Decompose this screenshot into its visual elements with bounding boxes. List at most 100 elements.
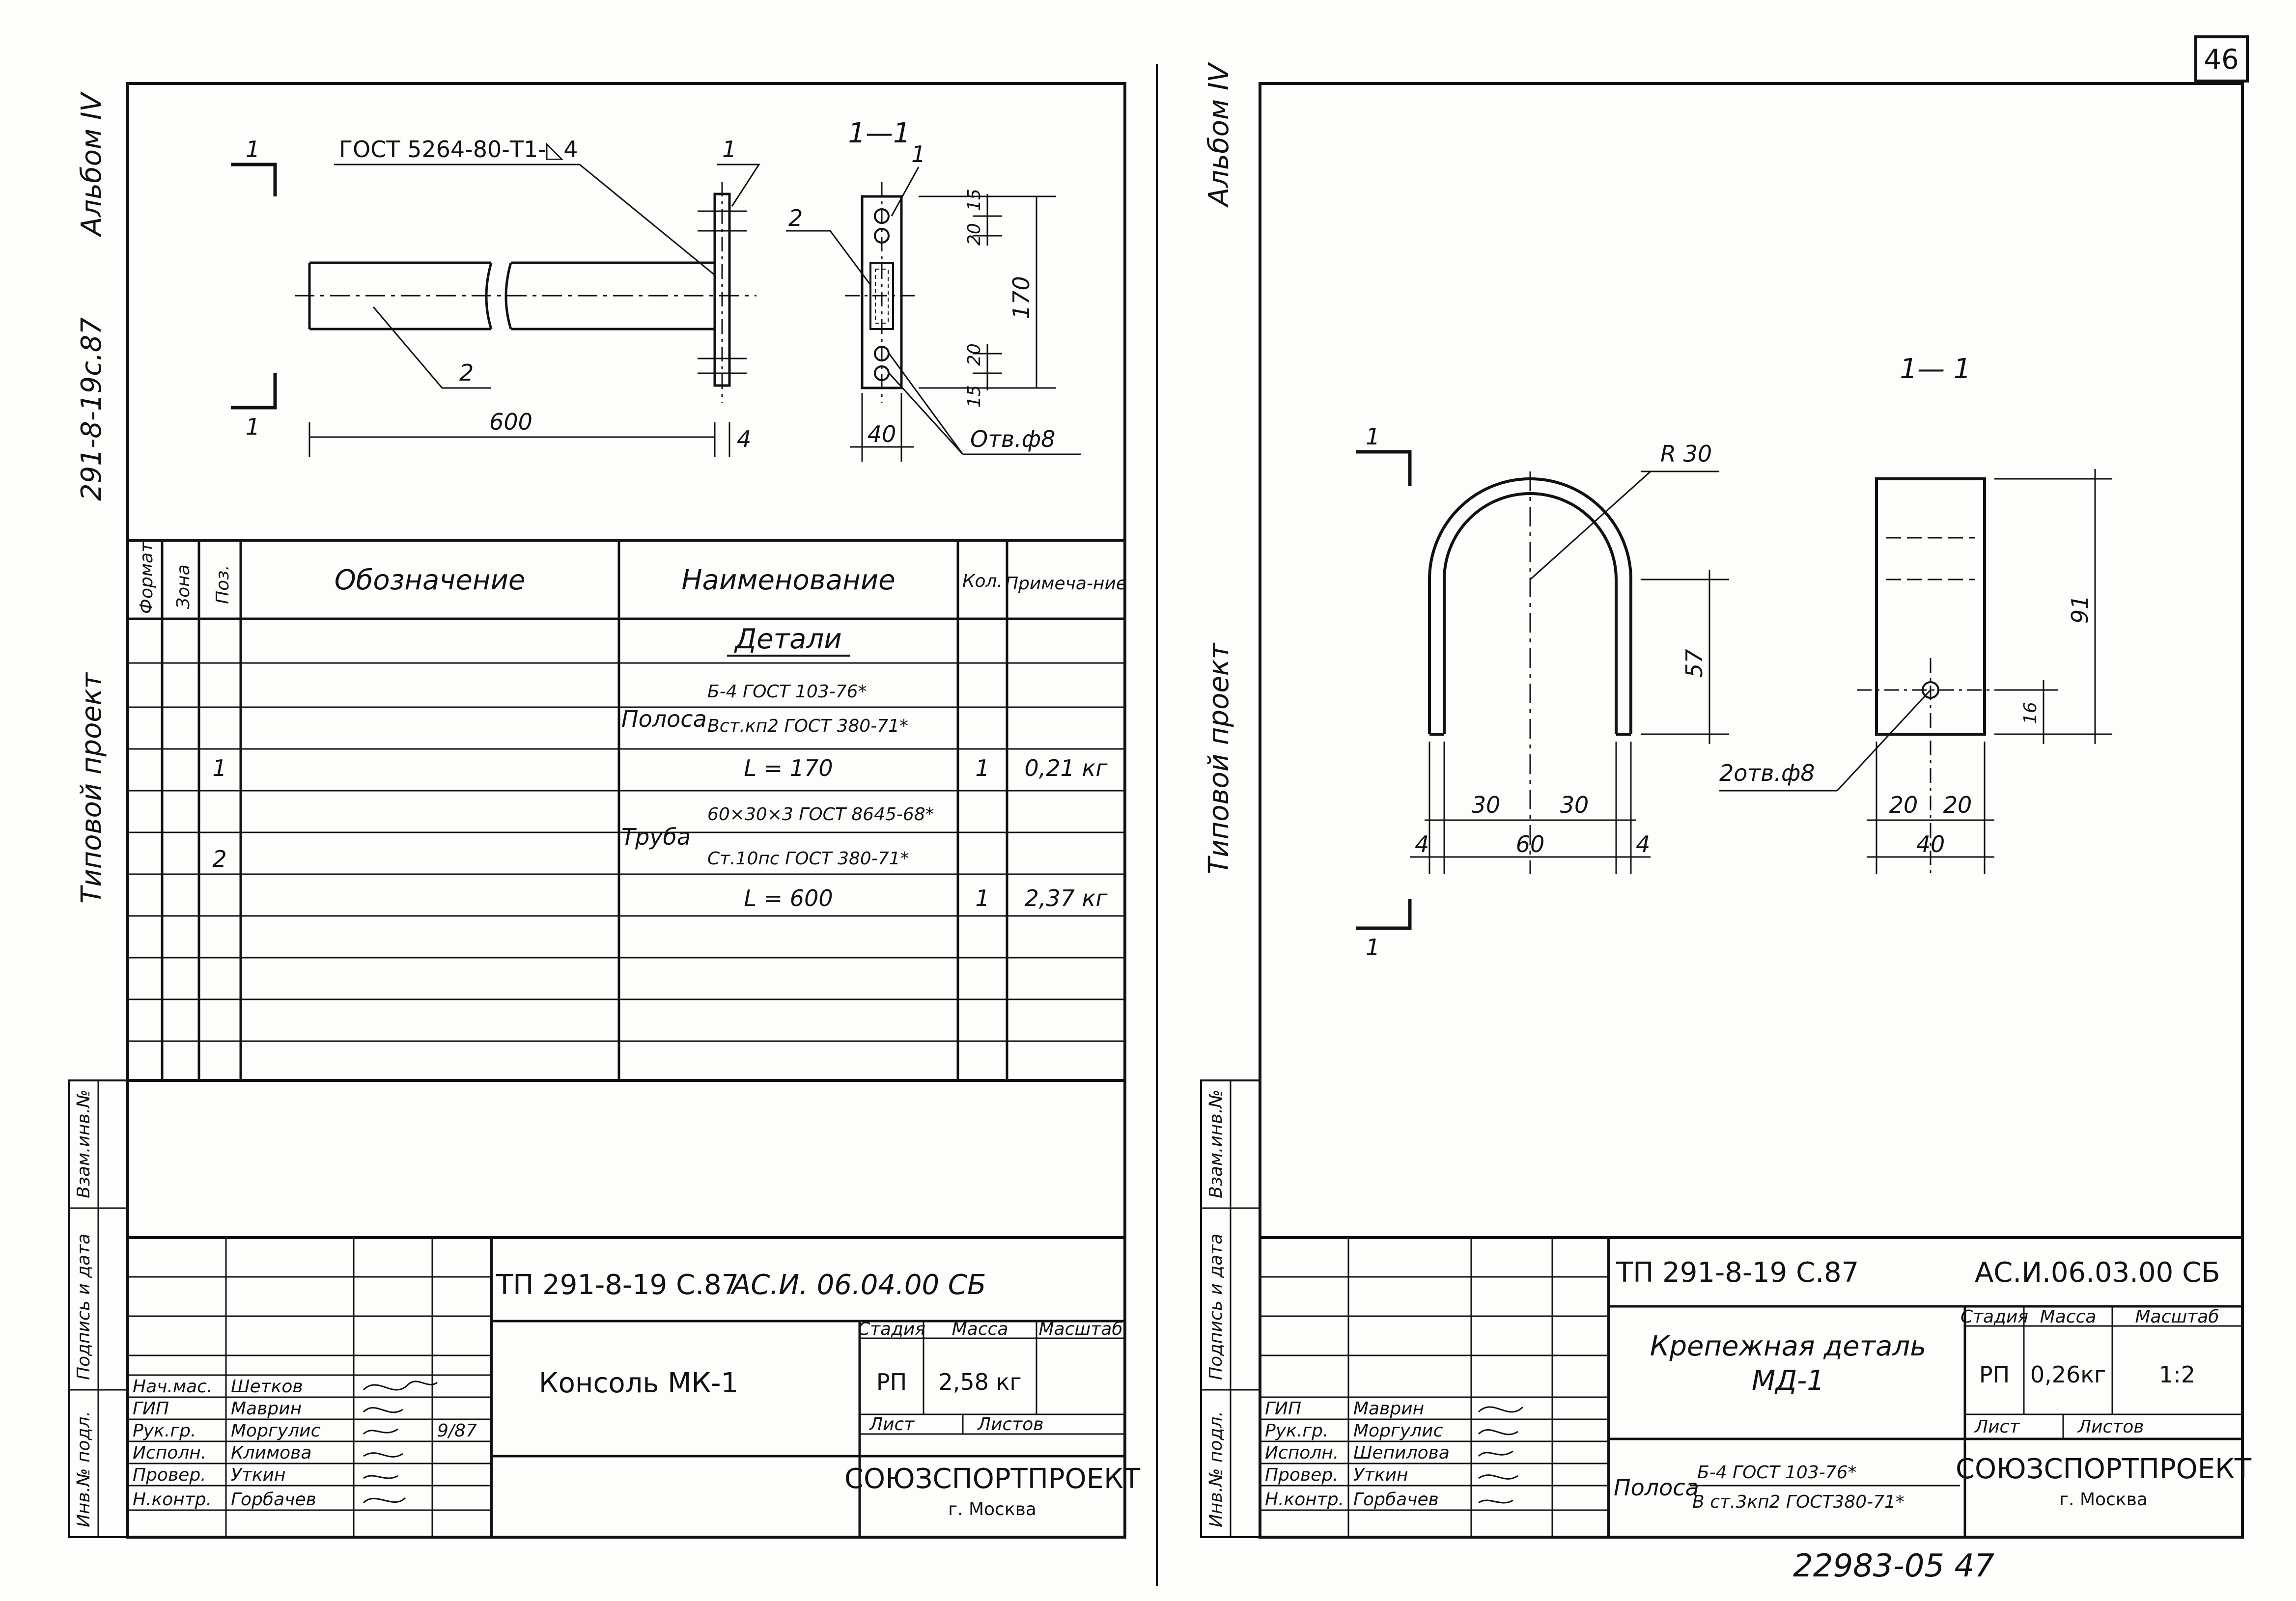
svg-text:4: 4 [1636,831,1650,857]
svg-text:Рук.гр.: Рук.гр. [133,1421,196,1441]
spec-section-title: Детали [733,623,841,655]
svg-text:60: 60 [1516,831,1545,857]
svg-text:Труба: Труба [621,824,691,850]
svg-text:Листов: Листов [977,1414,1043,1435]
svg-text:1: 1 [911,141,925,167]
svg-text:Лист: Лист [868,1414,915,1435]
svg-text:Шетков: Шетков [231,1377,303,1397]
svg-text:Уткин: Уткин [231,1465,286,1485]
svg-text:0,26кг: 0,26кг [2030,1361,2106,1388]
right-sheet-frame [1259,82,2244,1539]
right-signature-scribbles [1478,1406,1524,1504]
left-hole-note: Отв.ф8 [970,426,1055,452]
svg-text:2,58 кг: 2,58 кг [939,1369,1022,1395]
svg-text:г. Москва: г. Москва [2059,1490,2148,1510]
right-part-name-2: МД-1 [1752,1365,1824,1397]
svg-text:Провер.: Провер. [1265,1465,1339,1485]
svg-text:60×30×3 ГОСТ 8645-68*: 60×30×3 ГОСТ 8645-68* [707,804,934,825]
svg-text:4: 4 [1415,831,1429,857]
svg-text:1: 1 [212,755,226,781]
page-number-box [2194,35,2249,83]
svg-text:Уткин: Уткин [1353,1465,1408,1485]
left-side-project: Типовой проект [76,672,108,904]
svg-text:ГИП: ГИП [133,1399,169,1419]
svg-text:ГИП: ГИП [1265,1399,1301,1419]
svg-text:Н.контр.: Н.контр. [1265,1490,1344,1510]
svg-text:Горбачев: Горбачев [1353,1490,1439,1510]
svg-text:Формат: Формат [137,542,157,614]
svg-text:Кол.: Кол. [962,571,1003,591]
svg-text:20: 20 [1943,792,1972,818]
svg-text:57: 57 [1681,649,1708,678]
svg-text:Масса: Масса [2040,1307,2097,1327]
svg-text:Исполн.: Исполн. [133,1443,206,1463]
svg-text:1: 1 [1366,423,1380,450]
svg-text:Обозначение: Обозначение [335,564,526,596]
signature-scribbles [363,1380,438,1504]
right-part-name-1: Крепежная деталь [1650,1330,1927,1362]
svg-text:1: 1 [246,414,260,440]
svg-text:9/87: 9/87 [437,1421,477,1441]
left-sheet-frame [126,82,1126,1539]
svg-text:1: 1 [246,136,260,163]
svg-text:г. Москва: г. Москва [948,1499,1036,1519]
svg-text:1: 1 [975,755,989,781]
svg-text:600: 600 [489,409,532,435]
right-side-project: Типовой проект [1203,642,1235,874]
svg-text:40: 40 [868,421,896,447]
left-side-album: Альбом IV [76,91,108,237]
svg-text:2,37 кг: 2,37 кг [1025,885,1108,911]
svg-text:15: 15 [964,189,984,211]
page-number: 46 [2204,44,2239,76]
svg-text:Подпись и дата: Подпись и дата [74,1234,94,1380]
footer-number: 22983-05 47 [1793,1548,1994,1584]
svg-text:20: 20 [964,223,984,246]
svg-text:Провер.: Провер. [133,1465,206,1485]
svg-text:40: 40 [1916,831,1945,857]
right-side-stamp: Инв.№ подл. Подпись и дата Взам.инв.№ [1200,1079,1261,1538]
radius-label: R 30 [1660,441,1712,467]
svg-text:Шепилова: Шепилова [1353,1443,1450,1463]
svg-text:В ст.3кп2 ГОСТ380-71*: В ст.3кп2 ГОСТ380-71* [1692,1492,1904,1512]
svg-text:15: 15 [964,385,984,408]
svg-text:20: 20 [964,343,984,366]
right-section-title: 1— 1 [1900,353,1971,385]
svg-text:Исполн.: Исполн. [1265,1443,1339,1463]
bracket-drawing: 1— 1 1 1 R 30 57 [1356,353,2112,961]
svg-text:2: 2 [212,846,226,872]
svg-text:Стадия: Стадия [1960,1307,2028,1327]
svg-text:РП: РП [1979,1361,2010,1388]
svg-text:Маврин: Маврин [1353,1399,1424,1419]
left-side-code: 291-8-19с.87 [76,317,108,501]
console-drawing: 1 1 ГОСТ 5264-80-Т1-◺4 1 [231,117,1081,462]
svg-text:Стадия: Стадия [858,1319,925,1339]
svg-text:Масштаб: Масштаб [1038,1319,1122,1339]
svg-text:Наименование: Наименование [681,564,895,596]
svg-text:91: 91 [2067,595,2093,624]
svg-text:Полоса: Полоса [621,706,707,732]
svg-text:4: 4 [737,426,751,452]
svg-text:Моргулис: Моргулис [231,1421,321,1441]
left-section-title: 1—1 [848,117,910,149]
svg-text:Вст.кп2 ГОСТ 380-71*: Вст.кп2 ГОСТ 380-71* [707,716,908,736]
right-sheet: Альбом IV Типовой проект Инв.№ подл. Под… [1200,62,2252,1539]
left-doc-code: АС.И. 06.04.00 СБ [730,1269,986,1301]
right-org: СОЮЗСПОРТПРОЕКТ [1956,1453,2252,1485]
right-side-album: Альбом IV [1203,62,1235,208]
left-sheet: Альбом IV 291-8-19с.87 Типовой проект Ин… [68,82,1141,1539]
svg-text:1: 1 [975,885,989,911]
svg-text:30: 30 [1472,792,1501,818]
svg-text:РП: РП [876,1369,907,1395]
svg-text:16: 16 [2020,702,2041,724]
svg-text:30: 30 [1560,792,1589,818]
weld-note: ГОСТ 5264-80-Т1-◺4 [339,136,578,163]
svg-text:20: 20 [1889,792,1918,818]
svg-text:Взам.инв.№: Взам.инв.№ [74,1089,94,1198]
svg-text:Примеча-ние: Примеча-ние [1005,574,1127,594]
right-code: ТП 291-8-19 С.87 [1616,1257,1859,1289]
svg-text:Инв.№ подл.: Инв.№ подл. [1206,1411,1226,1527]
svg-text:Полоса: Полоса [1614,1474,1699,1501]
svg-text:Моргулис: Моргулис [1353,1421,1443,1441]
svg-text:Климова: Климова [231,1443,311,1463]
svg-text:Н.контр.: Н.контр. [133,1490,212,1510]
